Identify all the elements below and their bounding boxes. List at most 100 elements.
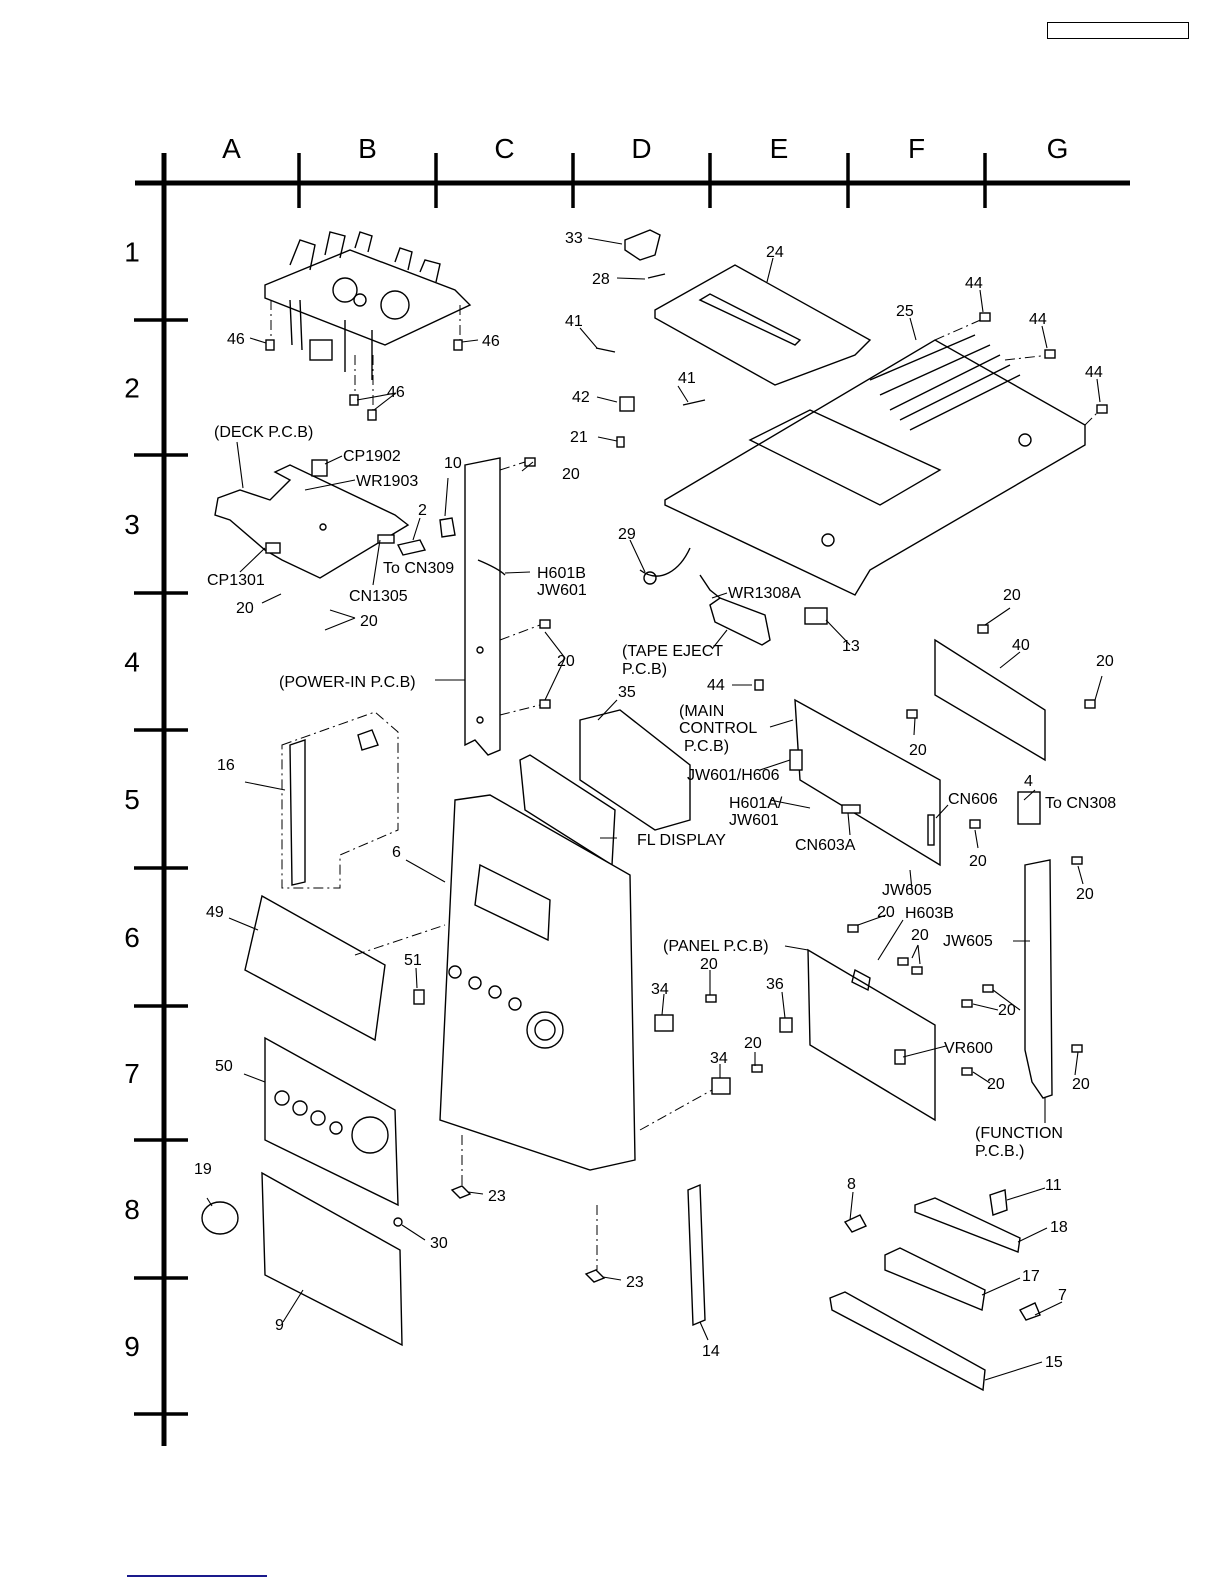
callout-6: 6 (392, 844, 401, 861)
part-49-window (244, 894, 386, 1042)
part-14-switch-block (687, 1183, 706, 1327)
part-19-knob (201, 1201, 239, 1235)
part-30-spring (393, 1217, 403, 1227)
grid-row-label: 3 (124, 509, 140, 540)
screws-46 (265, 300, 463, 421)
screw-20 (977, 624, 989, 634)
callout-29: 29 (618, 526, 636, 543)
foot-guides (461, 1135, 598, 1270)
screw-20 (911, 966, 923, 975)
part-11-bracket (989, 1189, 1008, 1216)
callout-20: 20 (987, 1076, 1005, 1093)
callout-17: 17 (1022, 1268, 1040, 1285)
callout-42: 42 (572, 389, 590, 406)
grid-row-label: 6 (124, 922, 140, 953)
window-guide (354, 924, 446, 956)
callout-41: 41 (565, 313, 583, 330)
callout-23: 23 (488, 1188, 506, 1205)
part-23-foot (584, 1269, 606, 1283)
label-wr1903: WR1903 (356, 473, 418, 490)
label-jw601-h606: JW601/H606 (687, 767, 780, 784)
holder-guide (639, 1089, 713, 1131)
label-panel-pcb: (PANEL P.C.B) (663, 938, 769, 955)
part-51-pad (413, 989, 425, 1005)
callout-20: 20 (1072, 1076, 1090, 1093)
screw-20 (961, 999, 973, 1008)
deck-mechanism (264, 231, 472, 380)
label-h601b: H601B (537, 565, 586, 582)
screw-20 (906, 709, 918, 719)
panel-pcb (807, 948, 936, 1122)
screw-44 (1044, 349, 1056, 359)
screw-20 (897, 957, 909, 966)
part-35-holder (579, 709, 691, 831)
callout-10: 10 (444, 455, 462, 472)
callout-49: 49 (206, 904, 224, 921)
callout-20: 20 (1003, 587, 1021, 604)
part-17-button-block (884, 1247, 986, 1311)
screw-20 (705, 994, 717, 1003)
callout-46: 46 (482, 333, 500, 350)
screw-20 (751, 1064, 763, 1073)
callout-44: 44 (1029, 311, 1047, 328)
callout-36: 36 (766, 976, 784, 993)
part-41-springs (595, 347, 706, 406)
part-42-gear (619, 396, 635, 412)
part-4-flat-cable (1017, 791, 1041, 825)
screw-20 (1084, 699, 1096, 709)
callout-20: 20 (700, 956, 718, 973)
screw-20 (539, 699, 551, 709)
label-main-control-pcb-line2: CONTROL (679, 720, 757, 737)
part-16-switch-block (281, 711, 399, 889)
power-in-pcb (464, 457, 506, 756)
screw-20 (539, 619, 551, 629)
screw-20 (982, 984, 994, 993)
callout-33: 33 (565, 230, 583, 247)
screw-20 (847, 924, 859, 933)
part-21-screw (616, 436, 625, 448)
callout-40: 40 (1012, 637, 1030, 654)
footer-link-underline[interactable] (127, 1575, 267, 1577)
screw-44 (1096, 404, 1108, 414)
callout-41: 41 (678, 370, 696, 387)
callout-19: 19 (194, 1161, 212, 1178)
part-25-top-cabinet (664, 334, 1086, 596)
callout-25: 25 (896, 303, 914, 320)
callout-14: 14 (702, 1343, 720, 1360)
callout-21: 21 (570, 429, 588, 446)
screw-20 (524, 457, 536, 467)
callout-20: 20 (360, 613, 378, 630)
part-6-front-cabinet (439, 794, 636, 1171)
label-jw601: JW601 (729, 812, 779, 829)
power-in-screw-guides (499, 461, 541, 716)
label-to-cn308: To CN308 (1045, 795, 1116, 812)
callout-18: 18 (1050, 1219, 1068, 1236)
part-9-door (261, 1171, 403, 1347)
callout-24: 24 (766, 244, 784, 261)
callout-20: 20 (911, 927, 929, 944)
grid-column-label: C (494, 133, 514, 164)
grid-row-label: 5 (124, 784, 140, 815)
callout-7: 7 (1058, 1287, 1067, 1304)
grid-row-label: 2 (124, 373, 140, 404)
callout-44: 44 (965, 275, 983, 292)
part-24-cassette-lid (654, 264, 872, 386)
callout-50: 50 (215, 1058, 233, 1075)
callout-20: 20 (1076, 886, 1094, 903)
callout-51: 51 (404, 952, 422, 969)
callout-44: 44 (707, 677, 725, 694)
callout-9: 9 (275, 1317, 284, 1334)
callout-2: 2 (418, 502, 427, 519)
screw-20 (1071, 856, 1083, 865)
callout-20: 20 (969, 853, 987, 870)
label-function-pcb-line2: P.C.B.) (975, 1143, 1025, 1160)
label-deck-pcb: (DECK P.C.B) (214, 424, 313, 441)
label-h601a: H601A/ (729, 795, 783, 812)
label-fl-display: FL DISPLAY (637, 832, 726, 849)
callout-numbers: 33 28 24 41 41 42 21 25 44 44 44 46 46 4… (194, 230, 1114, 1371)
callout-34: 34 (651, 981, 669, 998)
label-cp1301: CP1301 (207, 572, 265, 589)
label-jw605: JW605 (943, 933, 993, 950)
